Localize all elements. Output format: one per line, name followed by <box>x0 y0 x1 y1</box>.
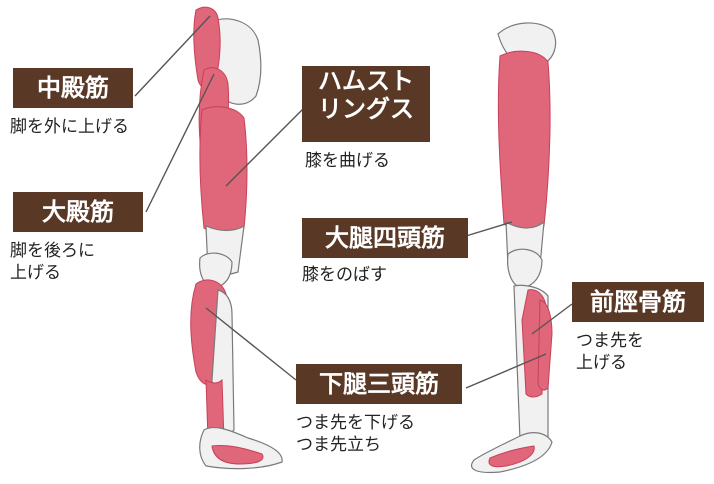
desc-line: つま先を <box>576 331 644 351</box>
desc-tibialis-anterior: つま先を 上げる <box>576 330 644 374</box>
desc-line: 膝をのばす <box>302 265 387 285</box>
desc-line: 上げる <box>576 353 627 374</box>
desc-quadriceps: 膝をのばす <box>302 264 387 286</box>
leader-lines <box>134 15 573 389</box>
leader-quadriceps <box>465 221 513 237</box>
desc-line: 上げる <box>10 263 61 284</box>
leader-hamstrings <box>225 107 305 187</box>
desc-line: 脚を後ろに <box>10 241 95 261</box>
desc-gluteus-medius: 脚を外に上げる <box>10 116 129 138</box>
right-thigh-quadriceps <box>497 50 551 232</box>
label-gluteus-maximus: 大殿筋 <box>13 192 143 232</box>
label-quadriceps: 大腿四頭筋 <box>302 218 468 258</box>
label-hamstrings-line2: リングス <box>318 94 414 123</box>
leader-gluteus-maximus <box>145 73 215 213</box>
desc-line: つま先を下げる <box>296 413 415 433</box>
label-tibialis-anterior: 前脛骨筋 <box>572 282 704 322</box>
label-triceps-surae: 下腿三頭筋 <box>296 364 462 404</box>
label-hamstrings: ハムスト リングス <box>302 66 430 142</box>
desc-triceps-surae: つま先を下げる つま先立ち <box>296 412 415 456</box>
leader-tibialis-anterior-2 <box>465 353 547 389</box>
desc-line: 膝を曲げる <box>305 151 390 171</box>
desc-hamstrings: 膝を曲げる <box>305 150 390 172</box>
left-thigh-hamstrings <box>199 106 248 235</box>
desc-line: つま先立ち <box>296 435 381 456</box>
left-foot-muscle <box>211 445 264 465</box>
desc-gluteus-maximus: 脚を後ろに 上げる <box>10 240 95 284</box>
leader-gluteus-medius <box>134 15 211 97</box>
leader-triceps-surae <box>205 307 297 381</box>
label-hamstrings-line1: ハムスト <box>318 67 414 95</box>
label-gluteus-medius: 中殿筋 <box>13 68 133 108</box>
right-foot-muscle <box>488 445 535 468</box>
left-leg-figure <box>190 6 283 470</box>
desc-line: 脚を外に上げる <box>10 117 129 137</box>
leader-tibialis-anterior-1 <box>531 303 573 335</box>
right-calf-muscle <box>537 299 553 391</box>
left-knee <box>199 252 233 289</box>
right-knee <box>507 248 543 289</box>
right-leg-figure <box>470 22 557 474</box>
